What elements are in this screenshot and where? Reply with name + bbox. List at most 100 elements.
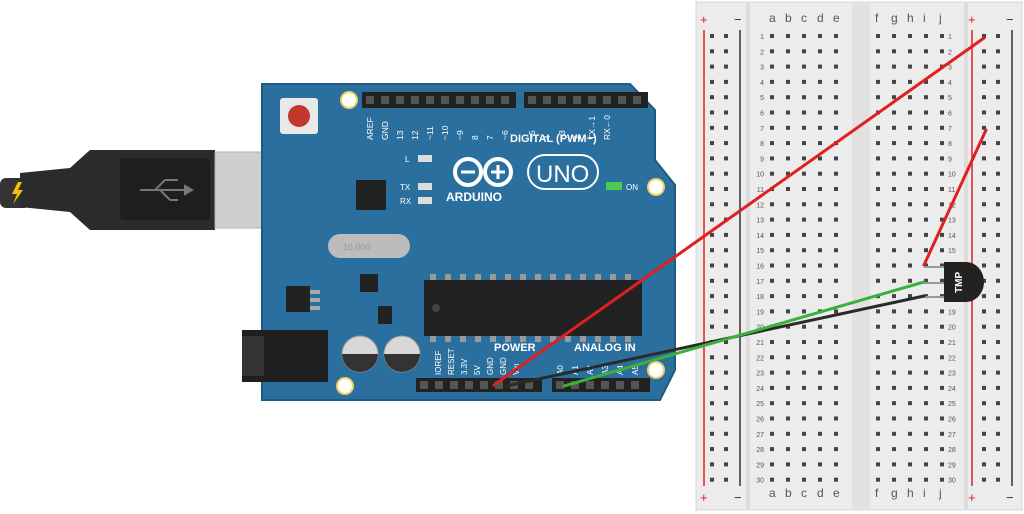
breadboard-hole[interactable]: [892, 401, 896, 406]
breadboard-hole[interactable]: [786, 217, 790, 222]
breadboard-hole[interactable]: [834, 447, 838, 452]
breadboard-hole[interactable]: [876, 462, 880, 467]
breadboard-hole[interactable]: [802, 401, 806, 406]
breadboard-hole[interactable]: [908, 431, 912, 436]
rail-hole[interactable]: [996, 447, 1000, 452]
rail-hole[interactable]: [996, 49, 1000, 54]
breadboard-hole[interactable]: [924, 171, 928, 176]
rail-hole[interactable]: [724, 309, 728, 314]
header-pin[interactable]: [573, 96, 581, 104]
rail-hole[interactable]: [982, 385, 986, 390]
rail-hole[interactable]: [982, 187, 986, 191]
breadboard-hole[interactable]: [892, 64, 896, 69]
breadboard-hole[interactable]: [924, 340, 928, 344]
breadboard-hole[interactable]: [940, 125, 944, 130]
breadboard-hole[interactable]: [818, 355, 822, 360]
breadboard-hole[interactable]: [770, 309, 774, 314]
breadboard-hole[interactable]: [908, 49, 912, 54]
rail-hole[interactable]: [724, 477, 728, 482]
breadboard-hole[interactable]: [908, 294, 912, 299]
breadboard-hole[interactable]: [908, 232, 912, 237]
breadboard-hole[interactable]: [924, 202, 928, 207]
breadboard-hole[interactable]: [786, 49, 790, 54]
rail-hole[interactable]: [996, 263, 1000, 268]
breadboard-hole[interactable]: [818, 248, 822, 253]
rail-hole[interactable]: [724, 355, 728, 360]
rail-hole[interactable]: [724, 431, 728, 436]
rail-hole[interactable]: [982, 110, 986, 115]
breadboard-hole[interactable]: [892, 171, 896, 176]
breadboard-hole[interactable]: [940, 309, 944, 314]
breadboard-hole[interactable]: [940, 79, 944, 84]
breadboard-hole[interactable]: [834, 477, 838, 482]
breadboard-hole[interactable]: [908, 217, 912, 222]
breadboard-hole[interactable]: [876, 447, 880, 452]
breadboard-hole[interactable]: [802, 171, 806, 176]
rail-hole[interactable]: [710, 263, 714, 268]
breadboard-hole[interactable]: [908, 34, 912, 38]
breadboard-hole[interactable]: [892, 370, 896, 375]
rail-hole[interactable]: [982, 278, 986, 283]
breadboard-hole[interactable]: [876, 232, 880, 237]
breadboard-hole[interactable]: [802, 447, 806, 452]
breadboard-hole[interactable]: [834, 125, 838, 130]
breadboard-hole[interactable]: [770, 202, 774, 207]
breadboard-hole[interactable]: [924, 248, 928, 253]
breadboard-hole[interactable]: [924, 125, 928, 130]
breadboard-hole[interactable]: [908, 477, 912, 482]
breadboard-hole[interactable]: [876, 263, 880, 268]
breadboard-hole[interactable]: [908, 79, 912, 84]
breadboard-hole[interactable]: [876, 385, 880, 390]
breadboard-hole[interactable]: [786, 263, 790, 268]
breadboard-hole[interactable]: [876, 324, 880, 329]
rail-hole[interactable]: [710, 248, 714, 253]
breadboard-hole[interactable]: [770, 416, 774, 421]
rail-hole[interactable]: [710, 447, 714, 452]
breadboard-hole[interactable]: [940, 232, 944, 237]
breadboard-hole[interactable]: [908, 110, 912, 115]
rail-hole[interactable]: [710, 64, 714, 69]
header-pin[interactable]: [381, 96, 389, 104]
rail-hole[interactable]: [724, 248, 728, 253]
breadboard-hole[interactable]: [818, 370, 822, 375]
breadboard-hole[interactable]: [802, 294, 806, 299]
header-pin[interactable]: [633, 96, 641, 104]
breadboard-hole[interactable]: [924, 324, 928, 329]
breadboard-hole[interactable]: [802, 248, 806, 253]
breadboard-hole[interactable]: [802, 340, 806, 344]
breadboard-hole[interactable]: [892, 477, 896, 482]
breadboard-hole[interactable]: [818, 263, 822, 268]
breadboard-hole[interactable]: [876, 416, 880, 421]
breadboard-hole[interactable]: [770, 447, 774, 452]
breadboard-hole[interactable]: [834, 171, 838, 176]
rail-hole[interactable]: [996, 370, 1000, 375]
header-pin[interactable]: [471, 96, 479, 104]
rail-hole[interactable]: [982, 202, 986, 207]
breadboard-hole[interactable]: [834, 263, 838, 268]
rail-hole[interactable]: [710, 79, 714, 84]
breadboard-hole[interactable]: [940, 156, 944, 161]
breadboard-hole[interactable]: [834, 217, 838, 222]
breadboard-hole[interactable]: [802, 416, 806, 421]
breadboard-hole[interactable]: [802, 431, 806, 436]
breadboard-hole[interactable]: [892, 340, 896, 344]
breadboard-hole[interactable]: [818, 49, 822, 54]
header-pin[interactable]: [396, 96, 404, 104]
breadboard-hole[interactable]: [924, 477, 928, 482]
breadboard-hole[interactable]: [876, 125, 880, 130]
breadboard-hole[interactable]: [834, 385, 838, 390]
breadboard-hole[interactable]: [786, 202, 790, 207]
breadboard-hole[interactable]: [818, 324, 822, 329]
rail-hole[interactable]: [710, 156, 714, 161]
header-pin[interactable]: [495, 381, 503, 389]
header-pin[interactable]: [486, 96, 494, 104]
breadboard-hole[interactable]: [818, 156, 822, 161]
breadboard-hole[interactable]: [770, 79, 774, 84]
breadboard-hole[interactable]: [770, 278, 774, 283]
rail-hole[interactable]: [996, 202, 1000, 207]
breadboard-hole[interactable]: [786, 431, 790, 436]
breadboard-hole[interactable]: [802, 141, 806, 146]
breadboard-hole[interactable]: [940, 248, 944, 253]
rail-hole[interactable]: [996, 79, 1000, 84]
breadboard-hole[interactable]: [786, 187, 790, 191]
